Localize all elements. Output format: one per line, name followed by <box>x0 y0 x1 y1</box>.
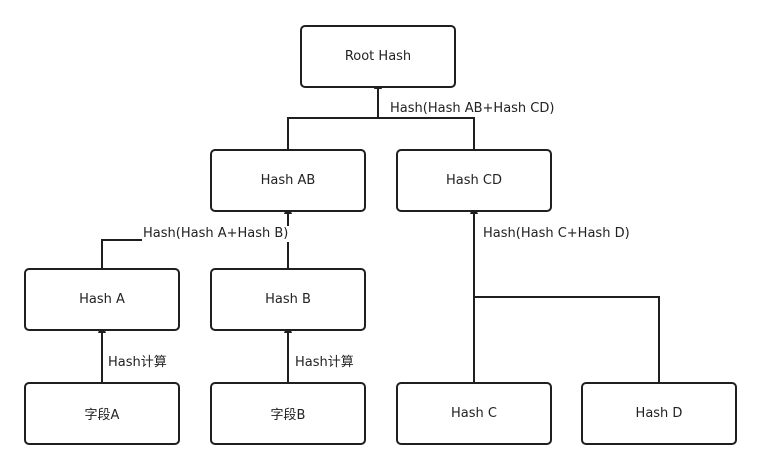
connector-a-to-ab <box>101 239 288 268</box>
field-b-label: 字段B <box>270 408 306 423</box>
edge-label-hash-ab: Hash(Hash A+Hash B) <box>142 226 290 242</box>
connector-cd-to-root <box>378 117 475 149</box>
hash-b-label: Hash B <box>265 292 311 307</box>
root-hash-node: Root Hash <box>300 25 456 88</box>
field-a-label: 字段A <box>84 408 120 423</box>
hash-c-label: Hash C <box>451 406 497 421</box>
hash-c-node: Hash C <box>396 382 552 445</box>
hash-ab-label: Hash AB <box>260 173 316 188</box>
edge-label-hash-b: Hash计算 <box>294 355 355 371</box>
hash-d-label: Hash D <box>635 406 683 421</box>
edge-label-hash-a: Hash计算 <box>107 355 168 371</box>
hash-a-label: Hash A <box>79 292 125 307</box>
field-a-node: 字段A <box>24 382 180 445</box>
hash-ab-node: Hash AB <box>210 149 366 212</box>
root-hash-label: Root Hash <box>344 49 412 64</box>
field-b-node: 字段B <box>210 382 366 445</box>
hash-cd-node: Hash CD <box>396 149 552 212</box>
edge-label-hash-cd: Hash(Hash C+Hash D) <box>482 226 631 242</box>
connector-ab-to-root <box>287 117 378 149</box>
connector-d-to-cd <box>474 296 660 382</box>
hash-a-node: Hash A <box>24 268 180 331</box>
hash-d-node: Hash D <box>581 382 737 445</box>
hash-b-node: Hash B <box>210 268 366 331</box>
hash-cd-label: Hash CD <box>446 173 502 188</box>
edge-label-root: Hash(Hash AB+Hash CD) <box>389 101 556 117</box>
